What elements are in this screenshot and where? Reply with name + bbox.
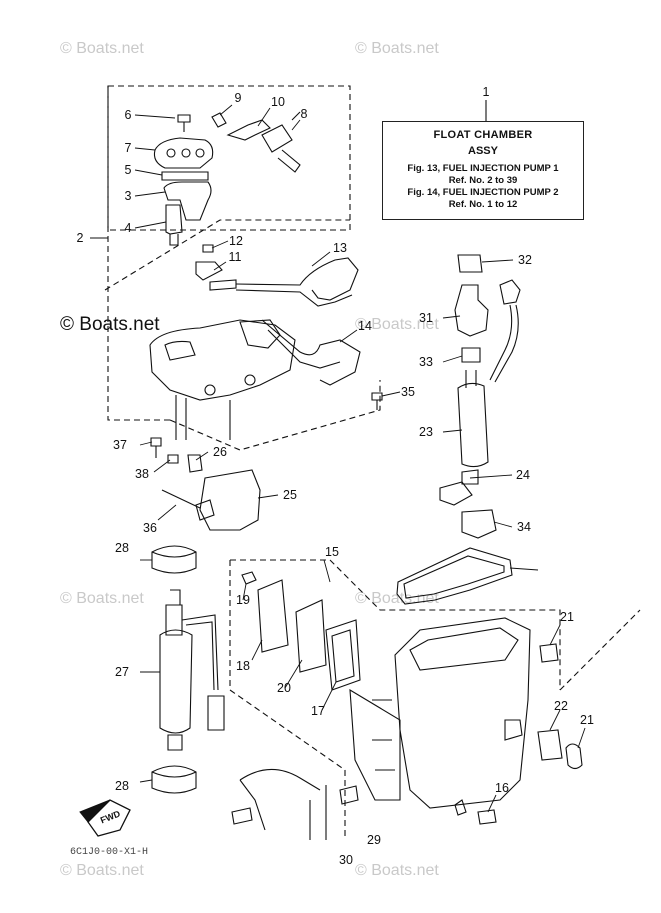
watermark: © Boats.net (355, 316, 439, 333)
callout: 6 (125, 108, 132, 122)
callout: 7 (125, 141, 132, 155)
legend-box: FLOAT CHAMBER ASSY Fig. 13, FUEL INJECTI… (382, 121, 584, 220)
callout: 16 (495, 781, 509, 795)
callout-labels: 1 2 3 4 5 6 7 8 9 10 11 12 13 14 15 16 1… (77, 85, 594, 867)
callout: 10 (271, 95, 285, 109)
legend-line: Ref. No. 2 to 39 (448, 175, 518, 186)
callout: 18 (236, 659, 250, 673)
callout: 20 (277, 681, 291, 695)
callout: 13 (333, 241, 347, 255)
callout: 26 (213, 445, 227, 459)
callout: 2 (77, 231, 84, 245)
callout: 23 (419, 425, 433, 439)
callout: 35 (401, 385, 415, 399)
callout: 29 (367, 833, 381, 847)
callout: 22 (554, 699, 568, 713)
legend-title: FLOAT CHAMBER (433, 129, 533, 141)
callout: 12 (229, 234, 243, 248)
watermark-main: © Boats.net (60, 314, 160, 335)
callout: 28 (115, 541, 129, 555)
callout: 5 (125, 163, 132, 177)
callout: 1 (483, 85, 490, 99)
watermark: © Boats.net (60, 40, 144, 57)
callout: 19 (236, 593, 250, 607)
callout: 8 (301, 107, 308, 121)
drawing-code: 6C1J0-00-X1-H (70, 847, 149, 858)
callout: 33 (419, 355, 433, 369)
callout: 17 (311, 704, 325, 718)
callout: 24 (516, 468, 530, 482)
callout: 3 (125, 189, 132, 203)
callout: 9 (235, 91, 242, 105)
callout: 38 (135, 467, 149, 481)
callout: 11 (229, 250, 242, 264)
callout: 4 (125, 221, 132, 235)
watermark: © Boats.net (355, 862, 439, 879)
callout: 21 (580, 713, 594, 727)
callout: 15 (325, 545, 339, 559)
callout: 37 (113, 438, 127, 452)
legend-notes: Fig. 13, FUEL INJECTION PUMP 1 Ref. No. … (383, 163, 583, 211)
callout: 36 (143, 521, 157, 535)
callout: 14 (358, 319, 372, 333)
legend-line: Fig. 13, FUEL INJECTION PUMP 1 (407, 163, 559, 174)
callout: 30 (339, 853, 353, 867)
callout: 28 (115, 779, 129, 793)
callout: 21 (560, 610, 574, 624)
callout: 32 (518, 253, 532, 267)
legend-line: Ref. No. 1 to 12 (448, 199, 518, 210)
watermark: © Boats.net (355, 40, 439, 57)
callout: 34 (517, 520, 531, 534)
callout: 25 (283, 488, 297, 502)
watermark: © Boats.net (60, 590, 144, 607)
watermark: © Boats.net (60, 862, 144, 879)
callout: 31 (419, 311, 433, 325)
legend-line: Fig. 14, FUEL INJECTION PUMP 2 (407, 187, 559, 198)
legend-subtitle: ASSY (468, 145, 498, 157)
callout: 27 (115, 665, 129, 679)
